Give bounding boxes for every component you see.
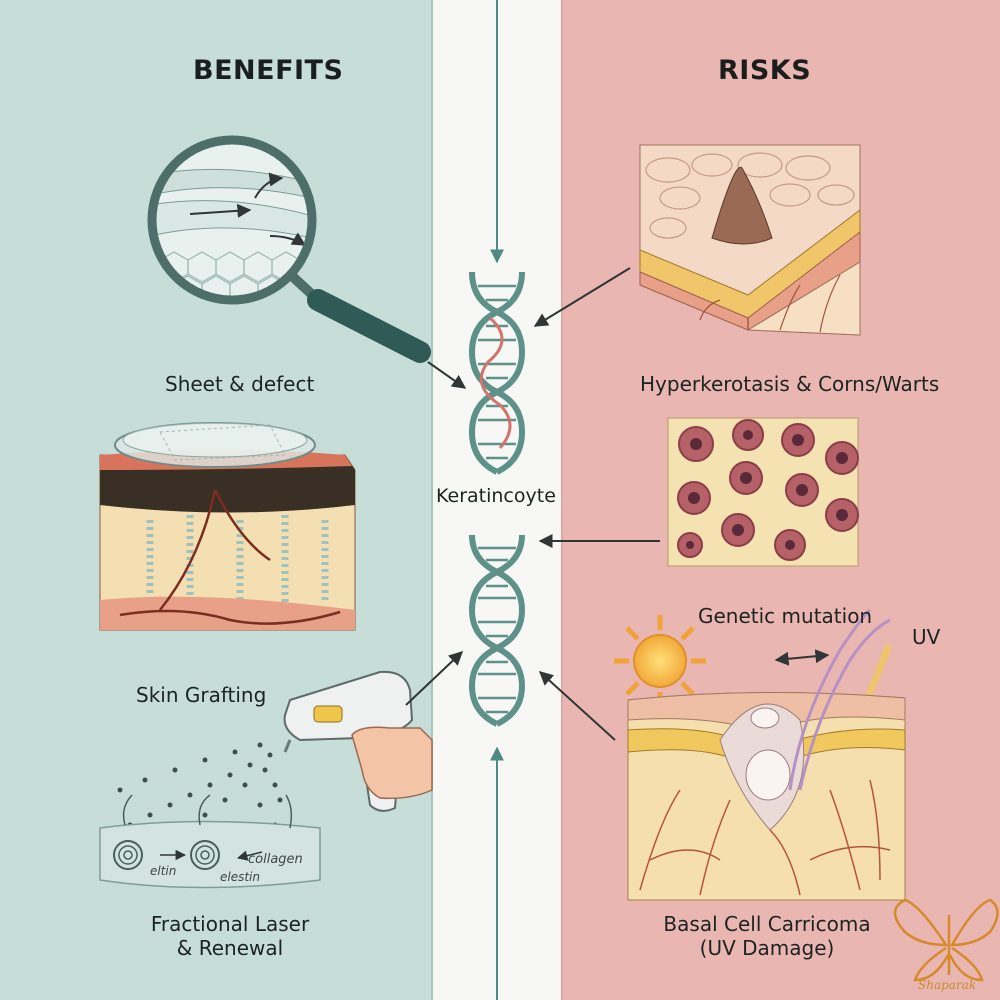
label-keratinocyte: Keratincoyte <box>436 485 556 507</box>
label-sheet-defect: Sheet & defect <box>165 372 315 396</box>
label-fractional-laser-line2: & Renewal <box>176 936 284 960</box>
label-fractional-laser: Fractional Laser & Renewal <box>150 912 310 960</box>
signature-text: Shaparak <box>918 978 977 992</box>
label-elastin-b: elestin <box>220 870 260 884</box>
magnifier-icon <box>147 135 431 363</box>
label-skin-grafting: Skin Grafting <box>136 683 267 707</box>
laser-device-icon <box>283 670 433 812</box>
dna-helix-icon <box>468 271 526 475</box>
collagen-elastin-illustration <box>99 794 321 889</box>
label-hyperkeratosis: Hyperkerotasis & Corns/Warts <box>640 372 940 396</box>
sun-icon <box>614 615 706 707</box>
hyperkeratosis-illustration <box>639 144 861 336</box>
label-genetic-mutation: Genetic mutation <box>698 604 873 628</box>
cells-illustration <box>667 417 859 567</box>
benefits-heading: BENEFITS <box>193 55 344 86</box>
center-guide-lines <box>431 0 563 1000</box>
label-bcc-line1: Basal Cell Carricoma <box>663 912 871 936</box>
double-arrow <box>774 649 830 666</box>
label-bcc-line2: (UV Damage) <box>699 936 835 960</box>
label-collagen: collagen <box>248 852 303 867</box>
label-fractional-laser-line1: Fractional Laser <box>150 912 310 936</box>
butterfly-logo-icon <box>893 898 999 982</box>
basal-cell-carcinoma-illustration <box>627 608 906 901</box>
risks-heading: RISKS <box>718 55 812 86</box>
label-elastin-a: eltin <box>150 864 177 878</box>
label-basal-cell-carcinoma: Basal Cell Carricoma (UV Damage) <box>662 912 872 960</box>
skin-graft-illustration <box>99 422 356 631</box>
connector-arrows <box>405 267 660 741</box>
label-uv: UV <box>912 625 941 649</box>
dna-helix-lower-icon <box>468 534 526 727</box>
